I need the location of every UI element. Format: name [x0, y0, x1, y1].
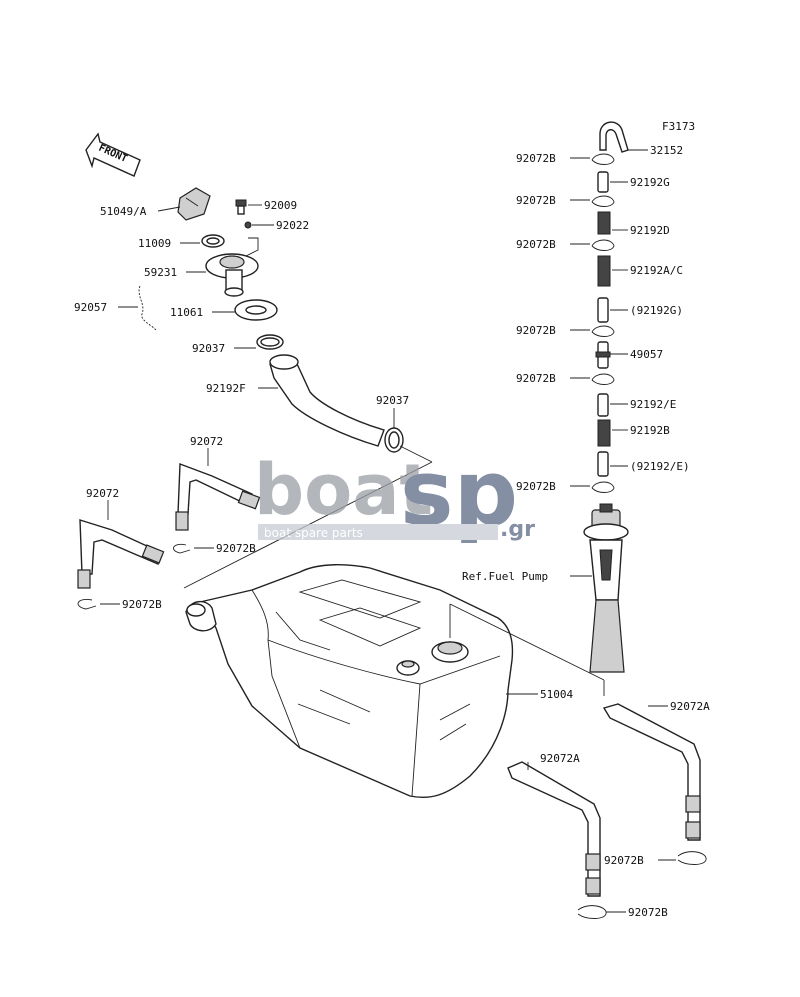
- filler-cap-51049a: [177, 187, 211, 221]
- label-92009: 92009: [264, 199, 297, 212]
- label-92037-upper: 92037: [192, 342, 225, 355]
- hose-92192f: [269, 354, 385, 447]
- washer-92022: [244, 221, 252, 229]
- label-r92072b-6: 92072B: [516, 480, 556, 493]
- fuel-pump: [583, 503, 629, 673]
- strap-92072a-lower: [507, 761, 601, 897]
- label-s92072a-lower: 92072A: [540, 752, 580, 765]
- label-r92072b-3: 92072B: [516, 238, 556, 251]
- clip-r4: [591, 325, 615, 337]
- label-92057: 92057: [74, 301, 107, 314]
- gasket-11061: [234, 299, 278, 321]
- svg-text:boat: boat: [254, 449, 433, 531]
- spring-92192b: [597, 419, 611, 447]
- label-92072b-left-lower: 92072B: [122, 598, 162, 611]
- label-r92072b-1: 92072B: [516, 152, 556, 165]
- label-r92072b-5: 92072B: [516, 372, 556, 385]
- clip-r5: [591, 373, 615, 385]
- clip-r1: [591, 153, 615, 165]
- filler-neck-59231: [205, 253, 259, 297]
- label-51049a: 51049/A: [100, 205, 147, 218]
- label-92192f: 92192F: [206, 382, 246, 395]
- label-32152: 32152: [650, 144, 683, 157]
- bolt-92009: [235, 199, 247, 215]
- spring-92192d: [597, 211, 611, 235]
- label-r49057: 49057: [630, 348, 663, 361]
- clip-92072b-left-upper: [173, 543, 191, 554]
- strap-92072-lower: [77, 519, 165, 589]
- label-s92072b-1: 92072B: [604, 854, 644, 867]
- label-92072-upper: 92072: [190, 435, 223, 448]
- label-r92192d: 92192D: [630, 224, 670, 237]
- label-s92072a-upper: 92072A: [670, 700, 710, 713]
- strap-92057: [138, 285, 157, 331]
- label-92072-lower: 92072: [86, 487, 119, 500]
- clip-s1: [677, 851, 707, 865]
- joint-49057: [595, 341, 611, 369]
- fuel-tank-51004: [185, 564, 514, 799]
- label-r92192e-paren: (92192/E): [630, 460, 690, 473]
- clip-92072b-left-lower: [77, 598, 97, 610]
- spring-92192ac: [597, 255, 611, 287]
- label-r92072b-4: 92072B: [516, 324, 556, 337]
- label-ref-fuel-pump: Ref.Fuel Pump: [462, 570, 548, 583]
- watermark-logo: boat sp .gr boat spare parts: [254, 441, 535, 546]
- clip-r6: [591, 481, 615, 493]
- clip-s2: [577, 905, 607, 919]
- label-11009: 11009: [138, 237, 171, 250]
- tube-92192e: [597, 393, 609, 417]
- label-r92192b: 92192B: [630, 424, 670, 437]
- tube-92192g: [597, 171, 609, 193]
- strap-92072a-upper: [602, 703, 701, 841]
- hose-32152: [599, 121, 629, 153]
- label-92072b-left-upper: 92072B: [216, 542, 256, 555]
- strap-92072-upper: [175, 463, 261, 531]
- svg-text:.gr: .gr: [500, 517, 535, 542]
- clip-r2: [591, 195, 615, 207]
- label-r92192g: 92192G: [630, 176, 670, 189]
- label-s92072b-2: 92072B: [628, 906, 668, 919]
- clamp-92037-lower: [384, 427, 404, 453]
- label-r92072b-2: 92072B: [516, 194, 556, 207]
- svg-text:boat spare parts: boat spare parts: [264, 526, 363, 540]
- figure-code: F3173: [662, 120, 695, 133]
- label-51004: 51004: [540, 688, 573, 701]
- label-59231: 59231: [144, 266, 177, 279]
- label-92022: 92022: [276, 219, 309, 232]
- label-r92192e: 92192/E: [630, 398, 676, 411]
- tube-92192g-ref: [597, 297, 609, 323]
- clip-r3: [591, 239, 615, 251]
- label-r92192ac: 92192A/C: [630, 264, 683, 277]
- label-r92192g-paren: (92192G): [630, 304, 683, 317]
- tube-92192e-ref: [597, 451, 609, 477]
- label-11061: 11061: [170, 306, 203, 319]
- label-92037-lower: 92037: [376, 394, 409, 407]
- clamp-92037-upper: [256, 334, 284, 350]
- front-arrow-icon: FRONT: [85, 132, 141, 177]
